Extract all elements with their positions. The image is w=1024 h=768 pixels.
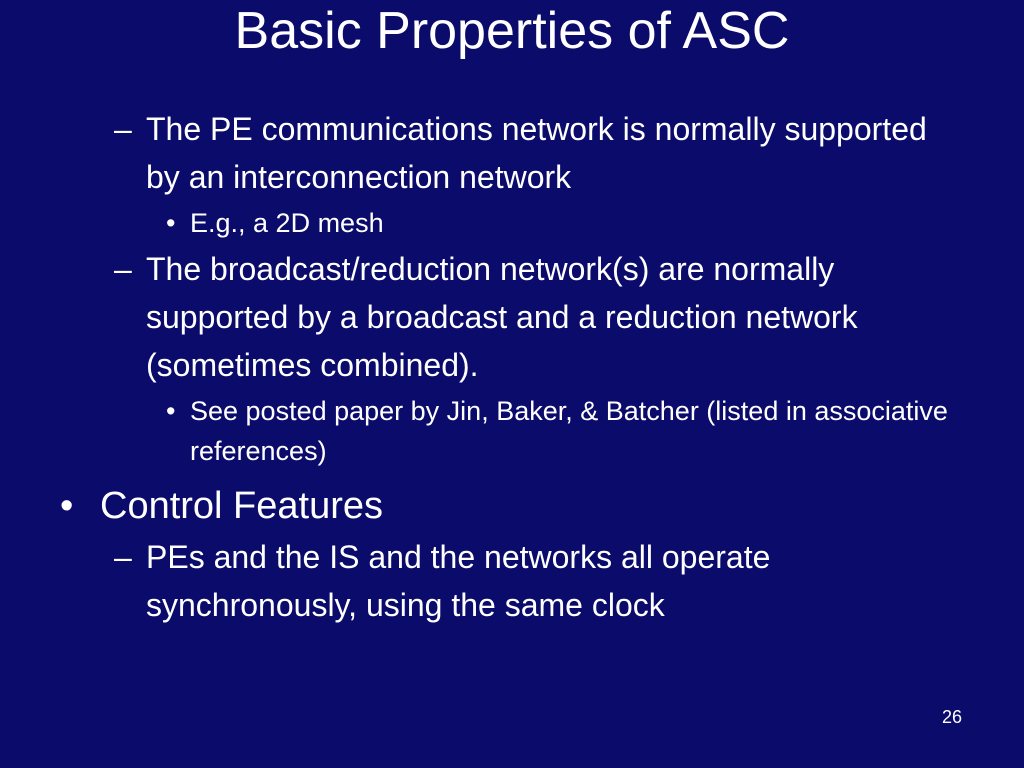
dash-item-3: – PEs and the IS and the networks all op… [114,533,966,629]
dash-item-2: – The broadcast/reduction network(s) are… [114,245,966,389]
dash-marker: – [114,251,132,287]
bullet-marker: • [166,396,176,426]
page-number: 26 [941,707,962,727]
slide-title: Basic Properties of ASC [234,2,790,60]
dash-marker: – [114,539,132,575]
bullet-marker: • [60,485,74,527]
sub-bullet-item-2: • See posted paper by Jin, Baker, & Batc… [166,391,990,471]
dash-item-text: The broadcast/reduction network(s) are n… [146,251,858,383]
sub-bullet-item-1: • E.g., a 2D mesh [166,203,990,243]
sub-bullet-text: E.g., a 2D mesh [190,208,384,238]
slide-body: – The PE communications network is norma… [0,105,1024,629]
dash-item-text: The PE communications network is normall… [146,111,927,195]
bullet-item-text: Control Features [100,485,384,527]
bullet-item-control-features: • Control Features [60,479,980,533]
dash-item-text: PEs and the IS and the networks all oper… [146,539,771,623]
sub-bullet-text: See posted paper by Jin, Baker, & Batche… [190,396,948,466]
dash-item-1: – The PE communications network is norma… [114,105,966,201]
bullet-marker: • [166,208,176,238]
dash-marker: – [114,111,132,147]
